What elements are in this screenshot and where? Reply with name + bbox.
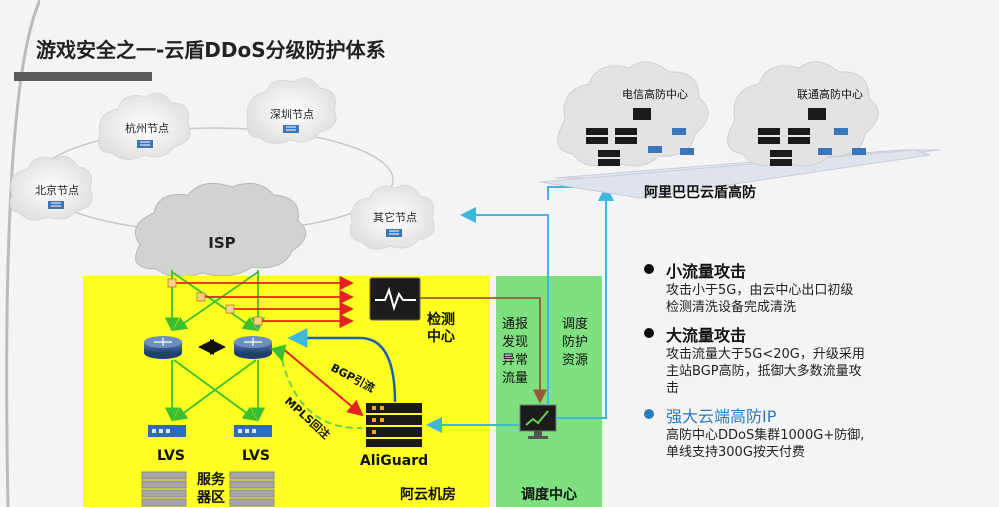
dispatch-resource-text: 调度 防护 资源 <box>562 316 588 368</box>
shenzhen-node-cloud: 深圳节点 <box>246 77 337 144</box>
svg-text:资源: 资源 <box>562 353 588 368</box>
bullet-dot <box>644 328 654 338</box>
detect-label-1: 检测 <box>427 311 455 328</box>
slide-title: 游戏安全之一-云盾DDoS分级防护体系 <box>36 38 386 62</box>
bullet-desc: 攻击流量大于5G<20G，升级采用 主站BGP高防，抵御大多数流量攻 击 <box>666 346 990 397</box>
bullet-item: 大流量攻击 <box>640 322 990 346</box>
switch-icon <box>48 201 64 209</box>
aliguard-server-icon <box>366 403 422 447</box>
bullet-dot <box>644 409 654 419</box>
switch-icon <box>283 125 299 133</box>
bullet-desc-line: 攻击流量大于5G<20G，升级采用 <box>666 347 865 362</box>
isp-label: ISP <box>208 234 235 252</box>
svg-text:发现: 发现 <box>502 334 528 350</box>
server-rack-icons <box>141 471 275 507</box>
aliguard-label: AliGuard <box>360 453 428 469</box>
other-node-label: 其它节点 <box>373 210 417 224</box>
svg-text:调度: 调度 <box>562 316 588 332</box>
svg-text:异常: 异常 <box>502 353 528 368</box>
datacenter-room-label: 阿云机房 <box>400 486 456 503</box>
dispatch-center-label: 调度中心 <box>521 486 577 503</box>
hd-server-icons <box>586 108 866 166</box>
lvs-left-icon <box>148 425 186 437</box>
server-area-label-1: 服务 <box>197 471 226 488</box>
hangzhou-node-cloud: 杭州节点 <box>98 92 191 160</box>
bullet-desc-line: 主站BGP高防，抵御大多数流量攻 <box>666 364 862 379</box>
svg-text:防护: 防护 <box>562 334 588 350</box>
bullet-title: 强大云端高防IP <box>666 407 777 426</box>
bullet-title: 大流量攻击 <box>666 326 747 345</box>
detection-monitor-icon <box>369 277 421 321</box>
other-node-cloud: 其它节点 <box>349 184 435 250</box>
router-left-icon <box>144 336 182 359</box>
telecom-hd-label: 电信高防中心 <box>622 87 688 101</box>
lvs-right-icon <box>234 425 272 437</box>
bullet-desc-line: 攻击小于5G，由云中心出口初级 <box>666 283 854 298</box>
server-area-label-2: 器区 <box>196 490 225 506</box>
bullet-item: 小流量攻击 <box>640 258 990 282</box>
bullet-desc-line: 高防中心DDoS集群1000G+防御, <box>666 428 865 443</box>
hangzhou-node-label: 杭州节点 <box>125 121 169 135</box>
switch-icon <box>386 229 402 237</box>
hd-platform-label: 阿里巴巴云盾高防 <box>644 184 756 201</box>
mpls-reinject-path <box>270 344 363 430</box>
bullet-item: 强大云端高防IP <box>640 403 990 427</box>
bgp-return-path <box>287 328 397 403</box>
bgp-divert-line <box>281 347 364 417</box>
lvs-right-label: LVS <box>242 448 270 464</box>
isp-traffic-lines <box>164 270 266 422</box>
router-right-icon <box>234 336 272 359</box>
beijing-node-label: 北京节点 <box>35 183 79 197</box>
mirror-traffic-lines <box>172 275 354 329</box>
unicom-hd-label: 联通高防中心 <box>797 87 863 101</box>
bullet-dot <box>644 264 654 274</box>
splitter-icons <box>167 278 263 326</box>
bullet-desc: 攻击小于5G，由云中心出口初级 检测清洗设备完成清洗 <box>666 282 990 316</box>
shenzhen-node-label: 深圳节点 <box>270 108 314 121</box>
detect-label-2: 中心 <box>427 328 455 345</box>
report-anomaly-text: 通报 发现 异常 流量 <box>502 317 528 386</box>
bullet-desc-line: 击 <box>666 381 680 396</box>
bullet-desc: 高防中心DDoS集群1000G+防御, 单线支持300G按天付费 <box>666 427 990 461</box>
title-underline <box>14 72 152 81</box>
bullet-title: 小流量攻击 <box>666 262 747 281</box>
svg-text:流量: 流量 <box>502 371 528 386</box>
left-decorative-curve <box>5 0 40 507</box>
switch-icon <box>137 140 153 148</box>
dispatch-monitor-icon <box>519 404 557 439</box>
aliyun-datacenter-zone <box>83 276 490 507</box>
bullet-list: 小流量攻击 攻击小于5G，由云中心出口初级 检测清洗设备完成清洗 大流量攻击 攻… <box>640 258 990 461</box>
isp-cloud: ISP <box>134 182 307 278</box>
beijing-node-cloud: 北京节点 <box>9 155 93 221</box>
svg-text:通报: 通报 <box>502 317 528 332</box>
bullet-desc-line: 单线支持300G按天付费 <box>666 445 805 460</box>
lvs-left-label: LVS <box>157 448 185 464</box>
bullet-desc-line: 检测清洗设备完成清洗 <box>666 300 797 315</box>
report-anomaly-arrow <box>420 297 548 404</box>
